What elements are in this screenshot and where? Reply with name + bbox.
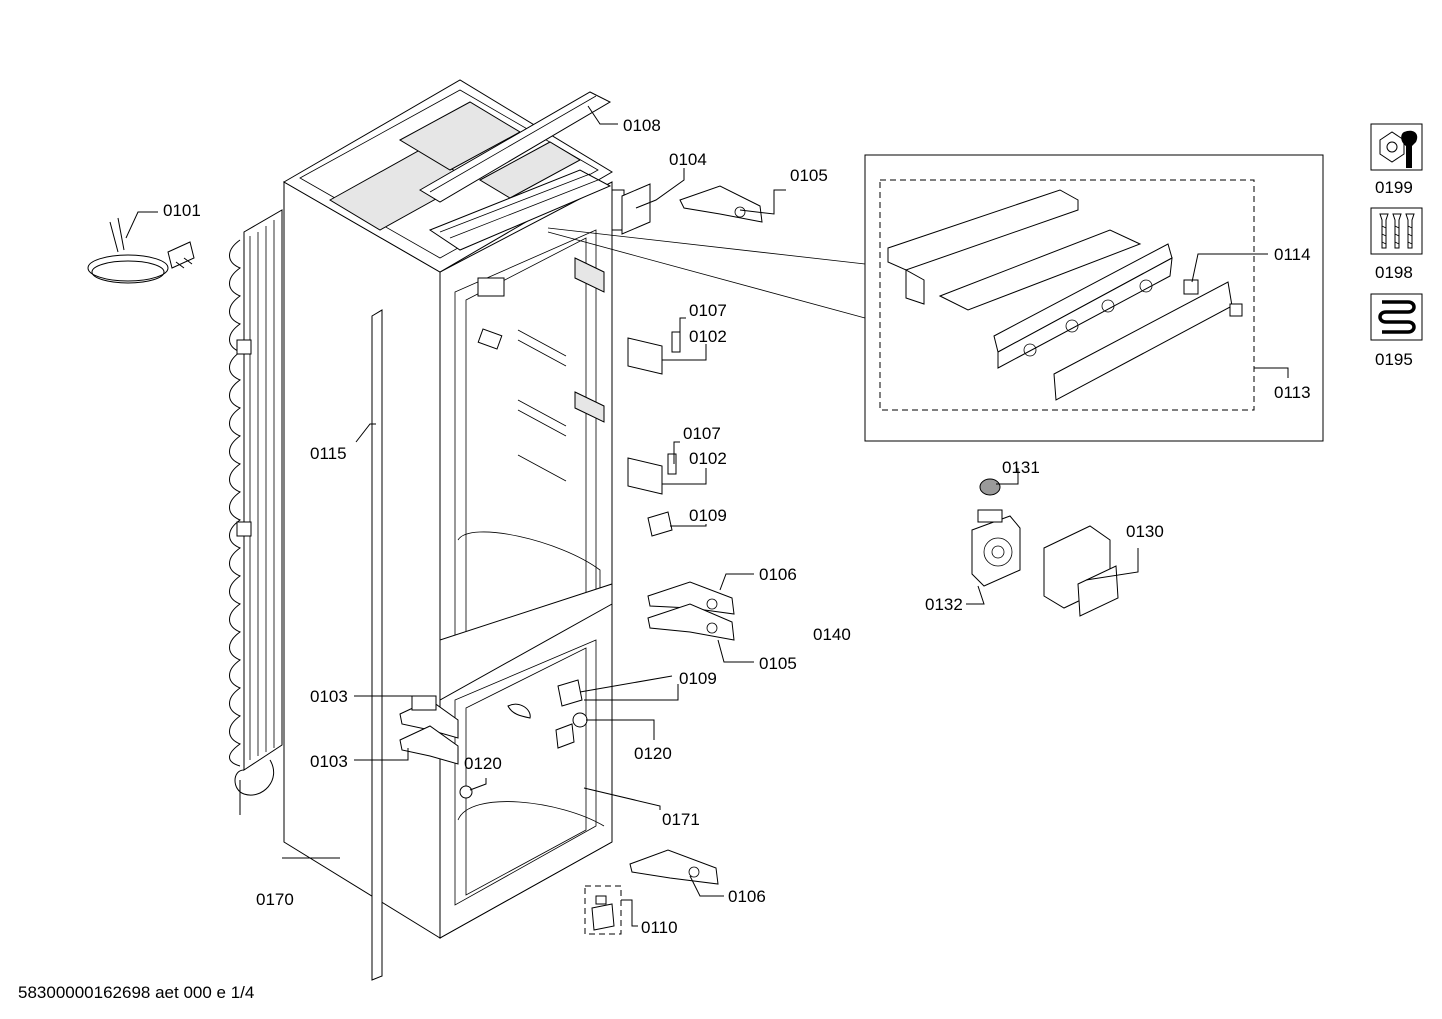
part-0109b bbox=[557, 679, 583, 707]
label-0131: 0131 bbox=[1002, 458, 1040, 477]
part-0102a bbox=[627, 337, 663, 375]
label-0113: 0113 bbox=[1274, 383, 1311, 402]
label-0102-lower: 0102 bbox=[689, 449, 727, 468]
label-0198: 0198 bbox=[1375, 263, 1413, 282]
heating-coil-icon bbox=[1370, 293, 1423, 341]
label-0114: 0114 bbox=[1274, 245, 1311, 264]
door-hinge-left bbox=[399, 695, 459, 765]
part-0120a bbox=[572, 712, 588, 728]
part-0120b bbox=[459, 785, 473, 799]
condenser-coil bbox=[229, 209, 283, 815]
label-0108: 0108 bbox=[623, 116, 661, 135]
wrench-nut-icon bbox=[1370, 123, 1423, 171]
part-0120c bbox=[555, 723, 575, 749]
label-0103-lower: 0103 bbox=[310, 752, 348, 771]
label-0120-right: 0120 bbox=[634, 744, 672, 763]
label-0115: 0115 bbox=[310, 444, 347, 463]
label-0101: 0101 bbox=[163, 201, 201, 220]
power-cord bbox=[87, 217, 195, 284]
label-0130: 0130 bbox=[1126, 522, 1164, 541]
label-0102-upper: 0102 bbox=[689, 327, 727, 346]
label-0103-upper: 0103 bbox=[310, 687, 348, 706]
label-0110: 0110 bbox=[641, 918, 678, 937]
leader-lines bbox=[125, 105, 1289, 927]
label-0170: 0170 bbox=[256, 890, 294, 909]
label-0105-top: 0105 bbox=[790, 166, 828, 185]
label-0107-lower: 0107 bbox=[683, 424, 721, 443]
label-0109-upper: 0109 bbox=[689, 506, 727, 525]
hinge-top bbox=[621, 183, 763, 235]
label-0140: 0140 bbox=[813, 625, 851, 644]
hinge-middle bbox=[647, 581, 735, 641]
label-0120-left: 0120 bbox=[464, 754, 502, 773]
part-0110-box bbox=[584, 885, 622, 935]
label-0106-bottom: 0106 bbox=[728, 887, 766, 906]
label-0195: 0195 bbox=[1375, 350, 1413, 369]
hinge-bottom bbox=[629, 849, 719, 885]
part-0102b bbox=[627, 457, 663, 495]
door-strip bbox=[371, 309, 383, 981]
label-0105-middle: 0105 bbox=[759, 654, 797, 673]
label-0199: 0199 bbox=[1375, 178, 1413, 197]
screws-icon bbox=[1370, 207, 1423, 255]
label-0106-middle: 0106 bbox=[759, 565, 797, 584]
label-0109-lower: 0109 bbox=[679, 669, 717, 688]
fan-assembly bbox=[971, 478, 1119, 617]
part-labels: 0101 0108 0104 0105 0107 0102 0107 0102 … bbox=[163, 116, 1413, 937]
label-0107-upper: 0107 bbox=[689, 301, 727, 320]
electronics-detail bbox=[547, 154, 1324, 442]
part-0107a bbox=[671, 331, 681, 353]
part-0107b bbox=[667, 453, 677, 475]
part-0109a bbox=[647, 511, 673, 537]
document-id-footer: 58300000162698 aet 000 e 1/4 bbox=[18, 983, 254, 1002]
label-0132: 0132 bbox=[925, 595, 963, 614]
cabinet bbox=[283, 79, 625, 939]
label-0104: 0104 bbox=[669, 150, 707, 169]
fan-blade bbox=[507, 703, 531, 719]
label-0171: 0171 bbox=[662, 810, 700, 829]
